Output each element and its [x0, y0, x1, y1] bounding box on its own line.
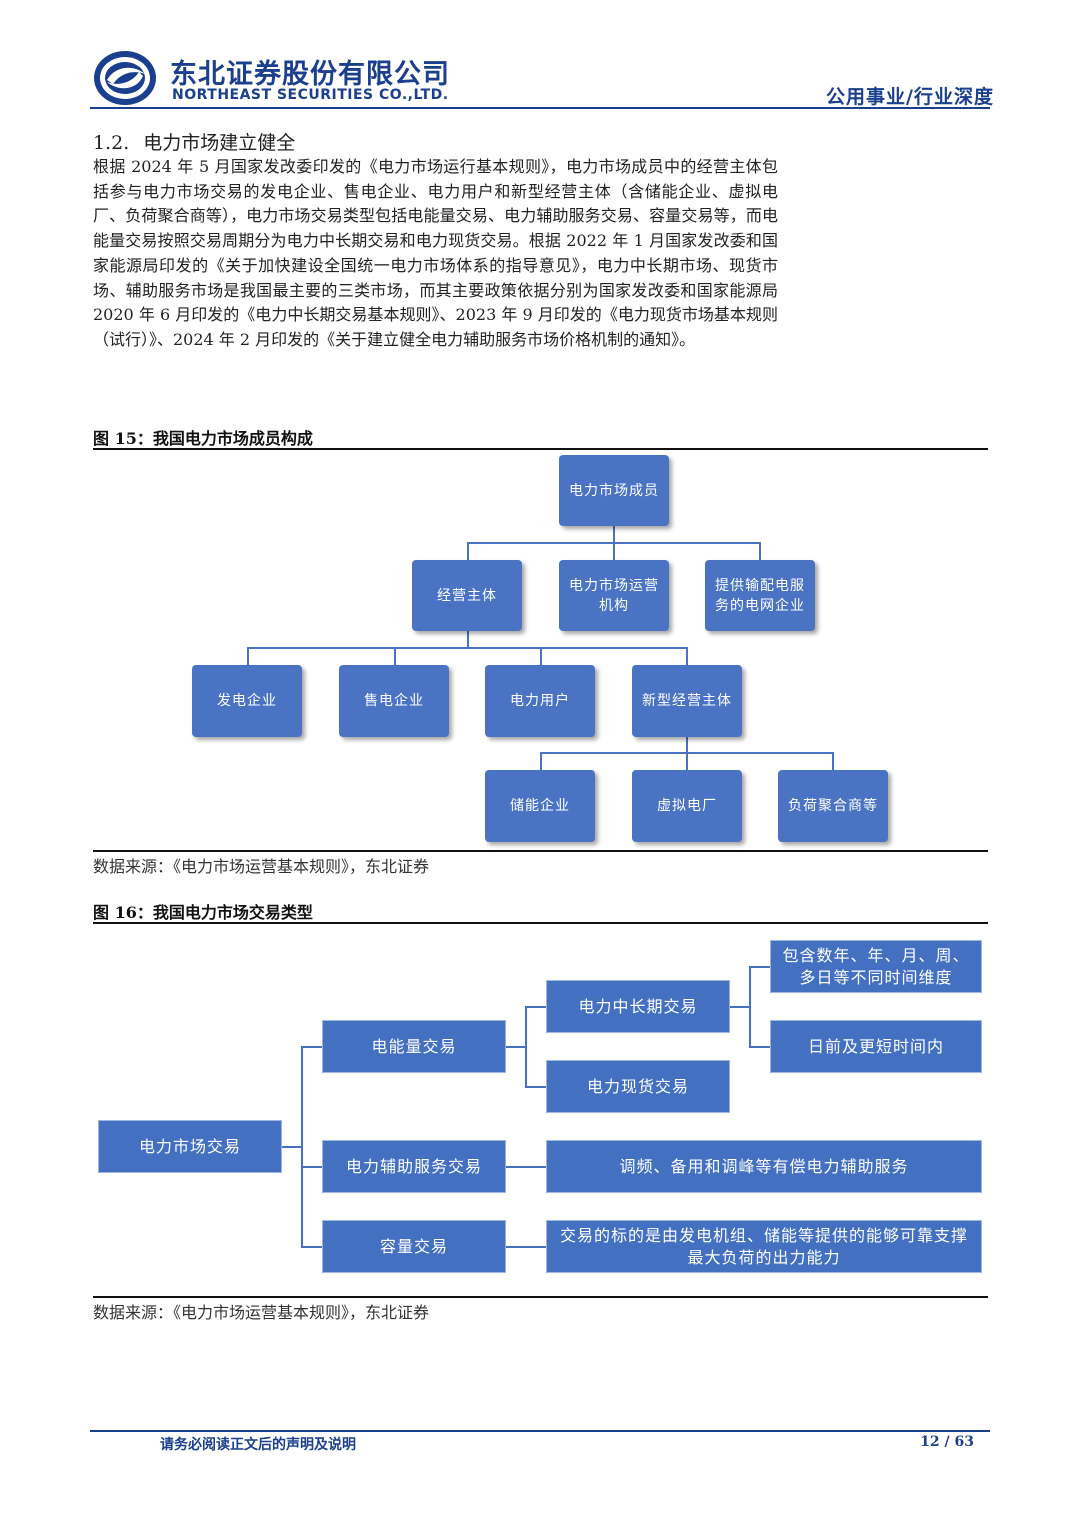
connector [247, 647, 688, 649]
connector [467, 631, 469, 648]
figure-16-source: 数据来源：《电力市场运营基本规则》，东北证券 [93, 1303, 430, 1322]
org-node-load-aggregator: 负荷聚合商等 [778, 770, 888, 842]
org-node-storage: 储能企业 [485, 770, 595, 842]
connector [749, 966, 770, 968]
connector [759, 542, 761, 560]
connector [686, 647, 688, 665]
connector [506, 1166, 546, 1168]
connector [749, 966, 751, 1048]
header-divider [90, 107, 990, 109]
connector [525, 1086, 546, 1088]
connector [506, 1246, 546, 1248]
figure-15-top-rule [93, 448, 988, 450]
footer-divider [90, 1430, 990, 1432]
connector [301, 1046, 303, 1248]
figure-16-bottom-rule [93, 1296, 988, 1298]
trade-node-spot: 电力现货交易 [546, 1060, 730, 1115]
connector [686, 737, 688, 753]
trade-node-long-term: 电力中长期交易 [546, 980, 730, 1035]
trade-node-energy: 电能量交易 [322, 1020, 506, 1075]
connector [394, 647, 396, 665]
org-node-market-operator: 电力市场运营机构 [559, 560, 669, 631]
company-logo [93, 50, 157, 106]
connector [832, 752, 834, 770]
page-number: 12 / 63 [920, 1434, 974, 1450]
connector [525, 1006, 546, 1008]
org-node-root: 电力市场成员 [559, 455, 669, 526]
connector [540, 647, 542, 665]
connector [506, 1046, 526, 1048]
org-node-grid-company: 提供输配电服务的电网企业 [705, 560, 815, 631]
connector [282, 1146, 302, 1148]
report-category: 公用事业/行业深度 [826, 86, 994, 108]
connector [525, 1006, 527, 1088]
connector [730, 1006, 750, 1008]
connector [301, 1246, 322, 1248]
trade-node-root: 电力市场交易 [98, 1120, 282, 1175]
trade-node-auxiliary: 电力辅助服务交易 [322, 1140, 506, 1195]
org-node-operator: 经营主体 [412, 560, 522, 631]
connector [247, 647, 249, 665]
connector [301, 1046, 322, 1048]
trade-node-day-ahead: 日前及更短时间内 [770, 1020, 982, 1075]
figure-15-source: 数据来源：《电力市场运营基本规则》，东北证券 [93, 857, 430, 876]
trade-node-capacity: 容量交易 [322, 1220, 506, 1275]
trade-node-capacity-detail: 交易的标的是由发电机组、储能等提供的能够可靠支撑最大负荷的出力能力 [546, 1220, 982, 1275]
body-paragraph: 根据 2024 年 5 月国家发改委印发的《电力市场运行基本规则》，电力市场成员… [93, 157, 778, 349]
connector [749, 1046, 770, 1048]
section-heading: 1.2. 电力市场建立健全 [93, 128, 295, 155]
trade-node-aux-detail: 调频、备用和调峰等有偿电力辅助服务 [546, 1140, 982, 1195]
company-name-en: NORTHEAST SECURITIES CO.,LTD. [172, 87, 449, 103]
connector [686, 752, 688, 770]
connector [613, 526, 615, 543]
connector [301, 1166, 322, 1168]
section-title: 电力市场建立健全 [143, 132, 296, 154]
figure-15-bottom-rule [93, 850, 988, 852]
org-node-user: 电力用户 [485, 665, 595, 737]
figure-15-caption: 图 15：我国电力市场成员构成 [93, 429, 313, 448]
connector [467, 542, 469, 560]
company-name-cn: 东北证券股份有限公司 [170, 59, 450, 90]
org-node-retail: 售电企业 [339, 665, 449, 737]
org-node-generation: 发电企业 [192, 665, 302, 737]
trade-node-long-term-horizon: 包含数年、年、月、周、多日等不同时间维度 [770, 940, 982, 995]
section-number: 1.2. [93, 132, 130, 154]
figure-16-caption: 图 16：我国电力市场交易类型 [93, 903, 313, 922]
connector [540, 752, 542, 770]
org-node-new-entity: 新型经营主体 [632, 665, 742, 737]
connector [613, 542, 615, 560]
disclaimer-note: 请务必阅读正文后的声明及说明 [160, 1437, 356, 1453]
figure-16-top-rule [93, 922, 988, 924]
org-node-virtual-plant: 虚拟电厂 [632, 770, 742, 842]
